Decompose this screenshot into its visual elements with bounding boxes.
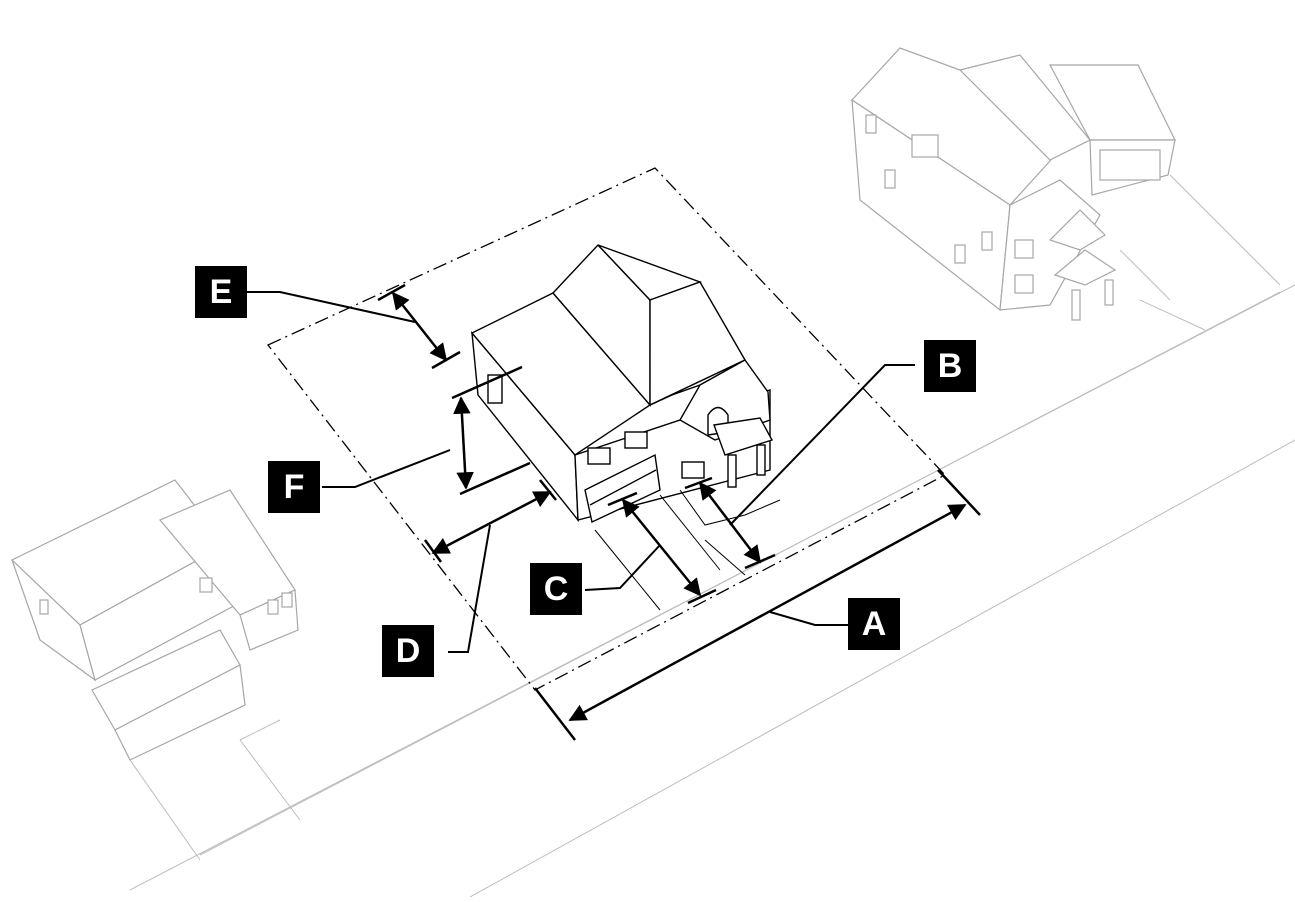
label-d: D — [395, 632, 421, 670]
dimension-c — [584, 491, 717, 605]
label-b: B — [937, 347, 963, 385]
label-e: E — [209, 273, 233, 311]
dimension-e — [245, 283, 461, 370]
neighbor-house-right — [851, 47, 1176, 321]
neighbor-house-left — [10, 479, 299, 761]
label-a-box: A — [848, 598, 900, 650]
dimension-d — [423, 479, 557, 653]
property-line — [266, 167, 947, 691]
dimension-f — [322, 365, 531, 496]
dimension-b — [684, 364, 915, 570]
label-a: A — [861, 605, 887, 643]
label-d-box: D — [382, 625, 434, 677]
label-b-box: B — [924, 340, 976, 392]
label-c: C — [543, 570, 569, 608]
label-e-box: E — [195, 266, 247, 318]
label-c-box: C — [530, 563, 582, 615]
label-f: F — [283, 468, 305, 506]
label-f-box: F — [268, 461, 320, 513]
dimension-a — [534, 469, 981, 741]
street — [129, 174, 1295, 898]
main-house — [470, 243, 781, 576]
